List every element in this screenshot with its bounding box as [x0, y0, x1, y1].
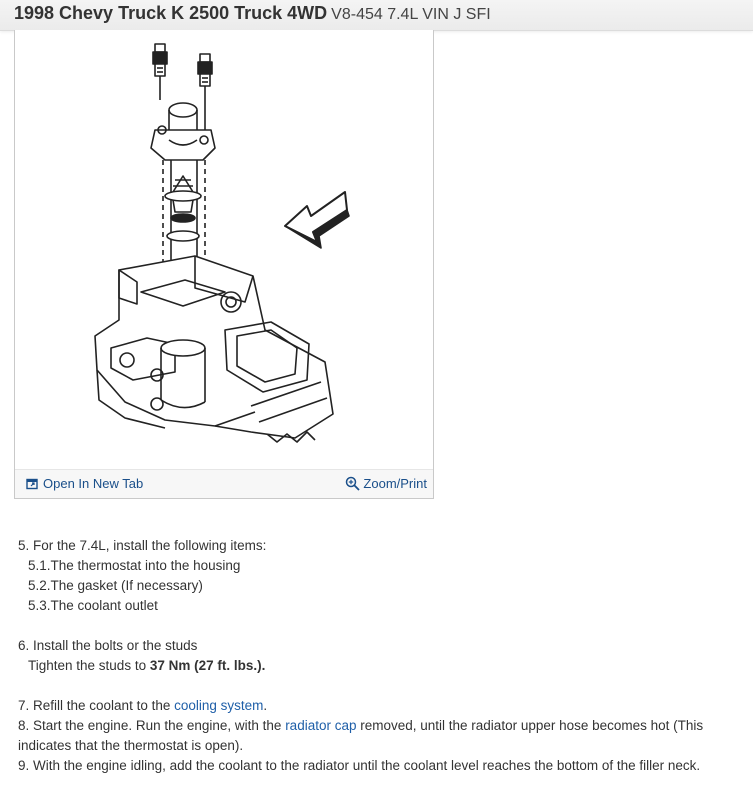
engine-subtitle: V8-454 7.4L VIN J SFI [331, 6, 491, 23]
radiator-cap-link[interactable]: radiator cap [285, 718, 357, 733]
step-5-1: 5.1.The thermostat into the housing [28, 558, 241, 573]
open-in-new-tab-label: Open In New Tab [43, 476, 144, 491]
procedure-steps: 5. For the 7.4L, install the following i… [14, 536, 744, 776]
step-6-torque: Tighten the studs to 37 Nm (27 ft. lbs.)… [14, 656, 744, 676]
step-5-2: 5.2.The gasket (If necessary) [28, 578, 203, 593]
step-8: 8. Start the engine. Run the engine, wit… [14, 716, 744, 756]
step-8-suffix: removed, until the radiator upper hose b… [18, 718, 704, 753]
figure-toolbar: Open In New Tab Zoom/Print [15, 469, 433, 498]
coolant-outlet [150, 102, 216, 161]
torque-value: 37 Nm (27 ft. lbs.). [149, 658, 266, 673]
step-9: 9. With the engine idling, add the coola… [18, 758, 701, 773]
open-in-new-tab-link[interactable]: Open In New Tab [26, 476, 143, 491]
torque-prefix: Tighten the studs to [28, 658, 150, 673]
stud-left [152, 43, 168, 100]
step-5-3: 5.3.The coolant outlet [28, 598, 158, 613]
cooling-system-link[interactable]: cooling system [174, 698, 264, 713]
thermostat-diagram [94, 43, 350, 443]
gasket [166, 230, 200, 242]
direction-arrow [284, 191, 350, 249]
step-7-text: 7. Refill the coolant to the [18, 698, 175, 713]
step-7-suffix: . [263, 698, 268, 713]
zoom-print-link[interactable]: Zoom/Print [345, 476, 427, 491]
thermostat-figure: Open In New Tab Zoom/Print [14, 30, 434, 499]
stud-right [197, 53, 213, 142]
step-5: 5. For the 7.4L, install the following i… [18, 538, 267, 553]
step-6: 6. Install the bolts or the studs [18, 638, 198, 653]
zoom-print-label: Zoom/Print [363, 476, 427, 491]
zoom-icon [346, 476, 361, 491]
thermostat [164, 175, 202, 223]
intake-manifold [94, 255, 334, 443]
vehicle-title: 1998 Chevy Truck K 2500 Truck 4WD [14, 3, 328, 23]
step-7: 7. Refill the coolant to the cooling sys… [14, 696, 744, 716]
new-tab-icon [26, 478, 38, 489]
step-8-text: 8. Start the engine. Run the engine, wit… [18, 718, 286, 733]
